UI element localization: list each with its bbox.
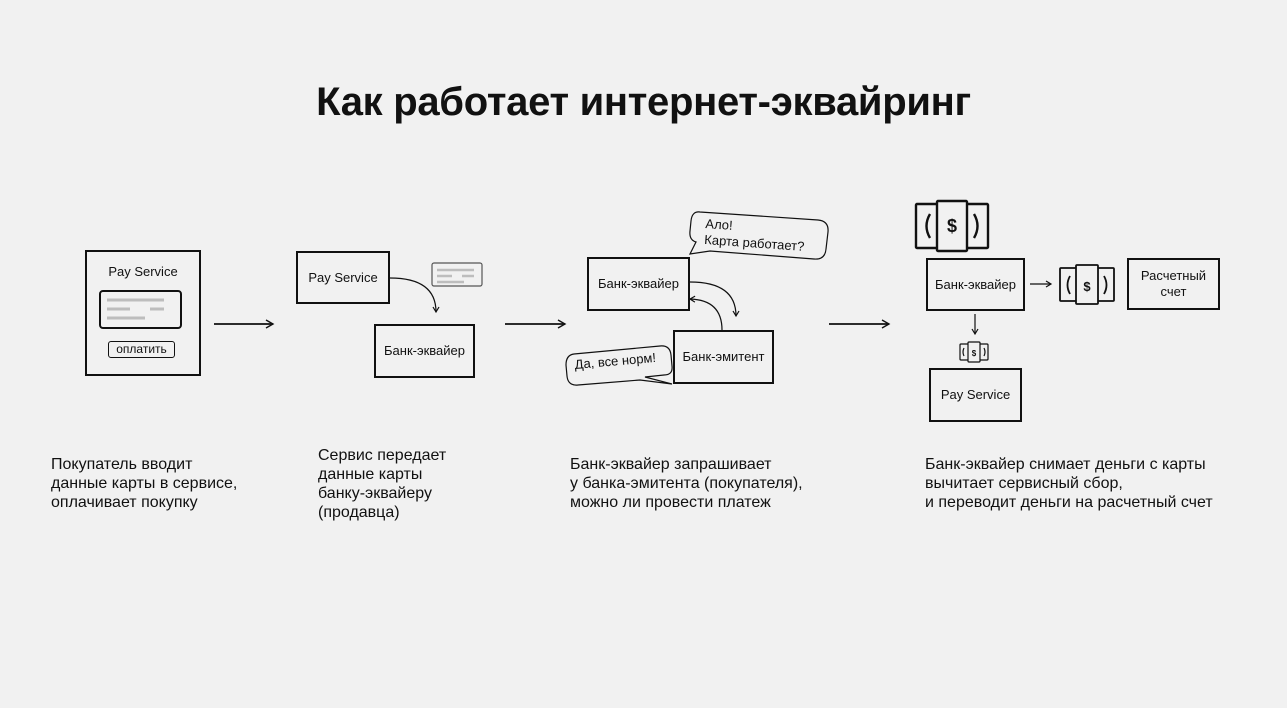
step3-issuer-label: Банк-эмитент	[682, 349, 765, 364]
step2-description: Сервис передает данные карты банку-эквай…	[318, 447, 447, 521]
card-form-field	[99, 290, 182, 329]
dollar-sign: $	[972, 349, 977, 358]
step3-acquirer-label: Банк-эквайер	[598, 276, 679, 291]
step2-pay-service-box: Pay Service	[296, 251, 390, 304]
step3-issuer-box: Банк-эмитент	[673, 330, 774, 384]
settlement-account-label: Расчетный счет	[1140, 268, 1207, 299]
step4-acquirer-label: Банк-эквайер	[935, 276, 1016, 292]
money-icon	[959, 341, 989, 363]
pay-button[interactable]: оплатить	[108, 341, 175, 358]
step4-pay-service-label: Pay Service	[940, 387, 1011, 402]
money-icon	[914, 199, 990, 253]
question-bubble	[688, 211, 829, 260]
pay-service-window-title: Pay Service	[108, 264, 178, 279]
step2-acquirer-label: Банк-эквайер	[384, 343, 465, 358]
step3-acquirer-box: Банк-эквайер	[587, 257, 690, 311]
step2-acquirer-box: Банк-эквайер	[374, 324, 475, 378]
dollar-sign: $	[1083, 279, 1091, 294]
step4-description: Банк-эквайер снимает деньги с карты вычи…	[925, 456, 1213, 511]
step4-pay-service-box: Pay Service	[929, 368, 1022, 422]
step2-pay-service-label: Pay Service	[308, 269, 378, 285]
step4-acquirer-box: Банк-эквайер	[926, 258, 1025, 311]
pay-button-label: оплатить	[116, 342, 167, 356]
arrow-down-icon	[389, 277, 440, 314]
step3-description: Банк-эквайер запрашивает у банка-эмитент…	[570, 456, 803, 511]
settlement-account-box: Расчетный счет	[1127, 258, 1220, 310]
page-title: Как работает интернет-эквайринг	[316, 80, 971, 124]
dollar-sign: $	[947, 216, 957, 236]
answer-bubble	[565, 345, 673, 386]
card-icon	[431, 262, 483, 287]
card-form-lines	[107, 298, 164, 320]
step1-description: Покупатель вводит данные карты в сервисе…	[51, 456, 238, 511]
money-icon	[1059, 264, 1115, 305]
arrow-down-icon	[689, 281, 740, 318]
arrow-up-icon	[688, 295, 723, 331]
